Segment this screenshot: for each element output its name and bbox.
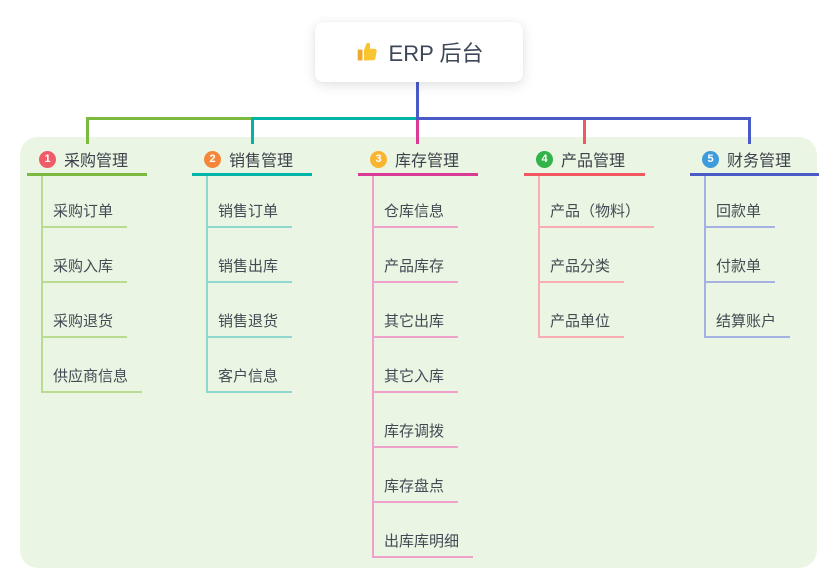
branch-header[interactable]: 4 产品管理 — [524, 145, 645, 176]
child-node-label: 采购订单 — [41, 200, 128, 228]
bus-segment-5 — [416, 117, 751, 120]
child-node[interactable]: 产品库存 — [372, 228, 478, 283]
branch-children: 回款单付款单结算账户 — [690, 176, 819, 338]
child-node-label: 客户信息 — [206, 365, 293, 393]
branches-background-panel — [20, 137, 817, 568]
branch-label: 库存管理 — [395, 153, 460, 170]
branch-label: 销售管理 — [229, 153, 294, 170]
child-node-label: 采购退货 — [41, 310, 128, 338]
child-node-label: 结算账户 — [704, 310, 791, 338]
child-node-label: 采购入库 — [41, 255, 128, 283]
branch-header[interactable]: 5 财务管理 — [690, 145, 819, 176]
child-node-label: 产品库存 — [372, 255, 459, 283]
branch-drop-3 — [416, 120, 419, 144]
child-node-label: 库存盘点 — [372, 475, 459, 503]
child-node[interactable]: 产品（物料） — [538, 176, 655, 228]
child-node-label: 仓库信息 — [372, 200, 459, 228]
child-node[interactable]: 产品单位 — [538, 283, 645, 338]
branch-spine-line — [41, 176, 43, 393]
child-node[interactable]: 销售订单 — [206, 176, 312, 228]
child-node-label: 其它入库 — [372, 365, 459, 393]
root-drop-line — [416, 82, 419, 120]
thumbs-up-icon — [357, 42, 377, 61]
branch-spine-line — [704, 176, 706, 338]
branch: 1 采购管理 采购订单采购入库采购退货供应商信息 — [27, 145, 147, 393]
branch-number-badge: 1 — [39, 150, 56, 168]
child-node[interactable]: 库存调拨 — [372, 393, 478, 448]
bus-segment-1 — [86, 117, 253, 120]
child-node[interactable]: 供应商信息 — [41, 338, 147, 393]
branch-drop-5 — [748, 117, 751, 144]
child-node-label: 销售退货 — [206, 310, 293, 338]
child-node[interactable]: 结算账户 — [704, 283, 819, 338]
child-node-label: 供应商信息 — [41, 365, 143, 393]
child-node[interactable]: 客户信息 — [206, 338, 312, 393]
branch-spine-line — [206, 176, 208, 393]
child-node[interactable]: 仓库信息 — [372, 176, 478, 228]
branch-label: 财务管理 — [727, 153, 792, 170]
branch-number-badge: 3 — [370, 150, 387, 168]
branch-number-badge: 5 — [702, 150, 719, 168]
child-node[interactable]: 库存盘点 — [372, 448, 478, 503]
branch-header[interactable]: 2 销售管理 — [192, 145, 312, 176]
root-node-label: ERP 后台 — [388, 41, 484, 66]
child-node[interactable]: 采购订单 — [41, 176, 147, 228]
child-node[interactable]: 采购退货 — [41, 283, 147, 338]
branch-children: 销售订单销售出库销售退货客户信息 — [192, 176, 312, 393]
root-node[interactable]: ERP 后台 — [315, 22, 523, 82]
child-node-label: 产品单位 — [538, 310, 625, 338]
child-node-label: 库存调拨 — [372, 420, 459, 448]
branch-drop-4 — [583, 120, 586, 144]
child-node-label: 销售出库 — [206, 255, 293, 283]
branch-label: 产品管理 — [561, 153, 626, 170]
child-node[interactable]: 产品分类 — [538, 228, 645, 283]
branch-drop-1 — [86, 117, 89, 144]
branch: 5 财务管理 回款单付款单结算账户 — [690, 145, 819, 338]
branch-drop-2 — [251, 117, 254, 144]
branch-label: 采购管理 — [64, 153, 129, 170]
child-node-label: 产品分类 — [538, 255, 625, 283]
branch: 2 销售管理 销售订单销售出库销售退货客户信息 — [192, 145, 312, 393]
branch-children: 采购订单采购入库采购退货供应商信息 — [27, 176, 147, 393]
child-node-label: 产品（物料） — [538, 200, 655, 228]
child-node[interactable]: 付款单 — [704, 228, 819, 283]
child-node[interactable]: 销售退货 — [206, 283, 312, 338]
child-node[interactable]: 销售出库 — [206, 228, 312, 283]
branch-number-badge: 2 — [204, 150, 221, 168]
branch-number-badge: 4 — [536, 150, 553, 168]
child-node[interactable]: 采购入库 — [41, 228, 147, 283]
child-node-label: 回款单 — [704, 200, 776, 228]
branch-children: 产品（物料） 产品分类产品单位 — [524, 176, 655, 338]
child-node-label: 销售订单 — [206, 200, 293, 228]
child-node[interactable]: 其它出库 — [372, 283, 478, 338]
branch: 3 库存管理 仓库信息产品库存其它出库其它入库库存调拨库存盘点出库库明细 — [358, 145, 478, 558]
child-node-label: 付款单 — [704, 255, 776, 283]
child-node[interactable]: 回款单 — [704, 176, 819, 228]
child-node[interactable]: 出库库明细 — [372, 503, 478, 558]
child-node-label: 其它出库 — [372, 310, 459, 338]
branch: 4 产品管理 产品（物料） 产品分类产品单位 — [524, 145, 655, 338]
branch-spine-line — [372, 176, 374, 558]
child-node-label: 出库库明细 — [372, 530, 474, 558]
branch-children: 仓库信息产品库存其它出库其它入库库存调拨库存盘点出库库明细 — [358, 176, 478, 558]
child-node[interactable]: 其它入库 — [372, 338, 478, 393]
branch-header[interactable]: 1 采购管理 — [27, 145, 147, 176]
branch-spine-line — [538, 176, 540, 338]
bus-segment-2 — [251, 117, 418, 120]
branch-header[interactable]: 3 库存管理 — [358, 145, 478, 176]
